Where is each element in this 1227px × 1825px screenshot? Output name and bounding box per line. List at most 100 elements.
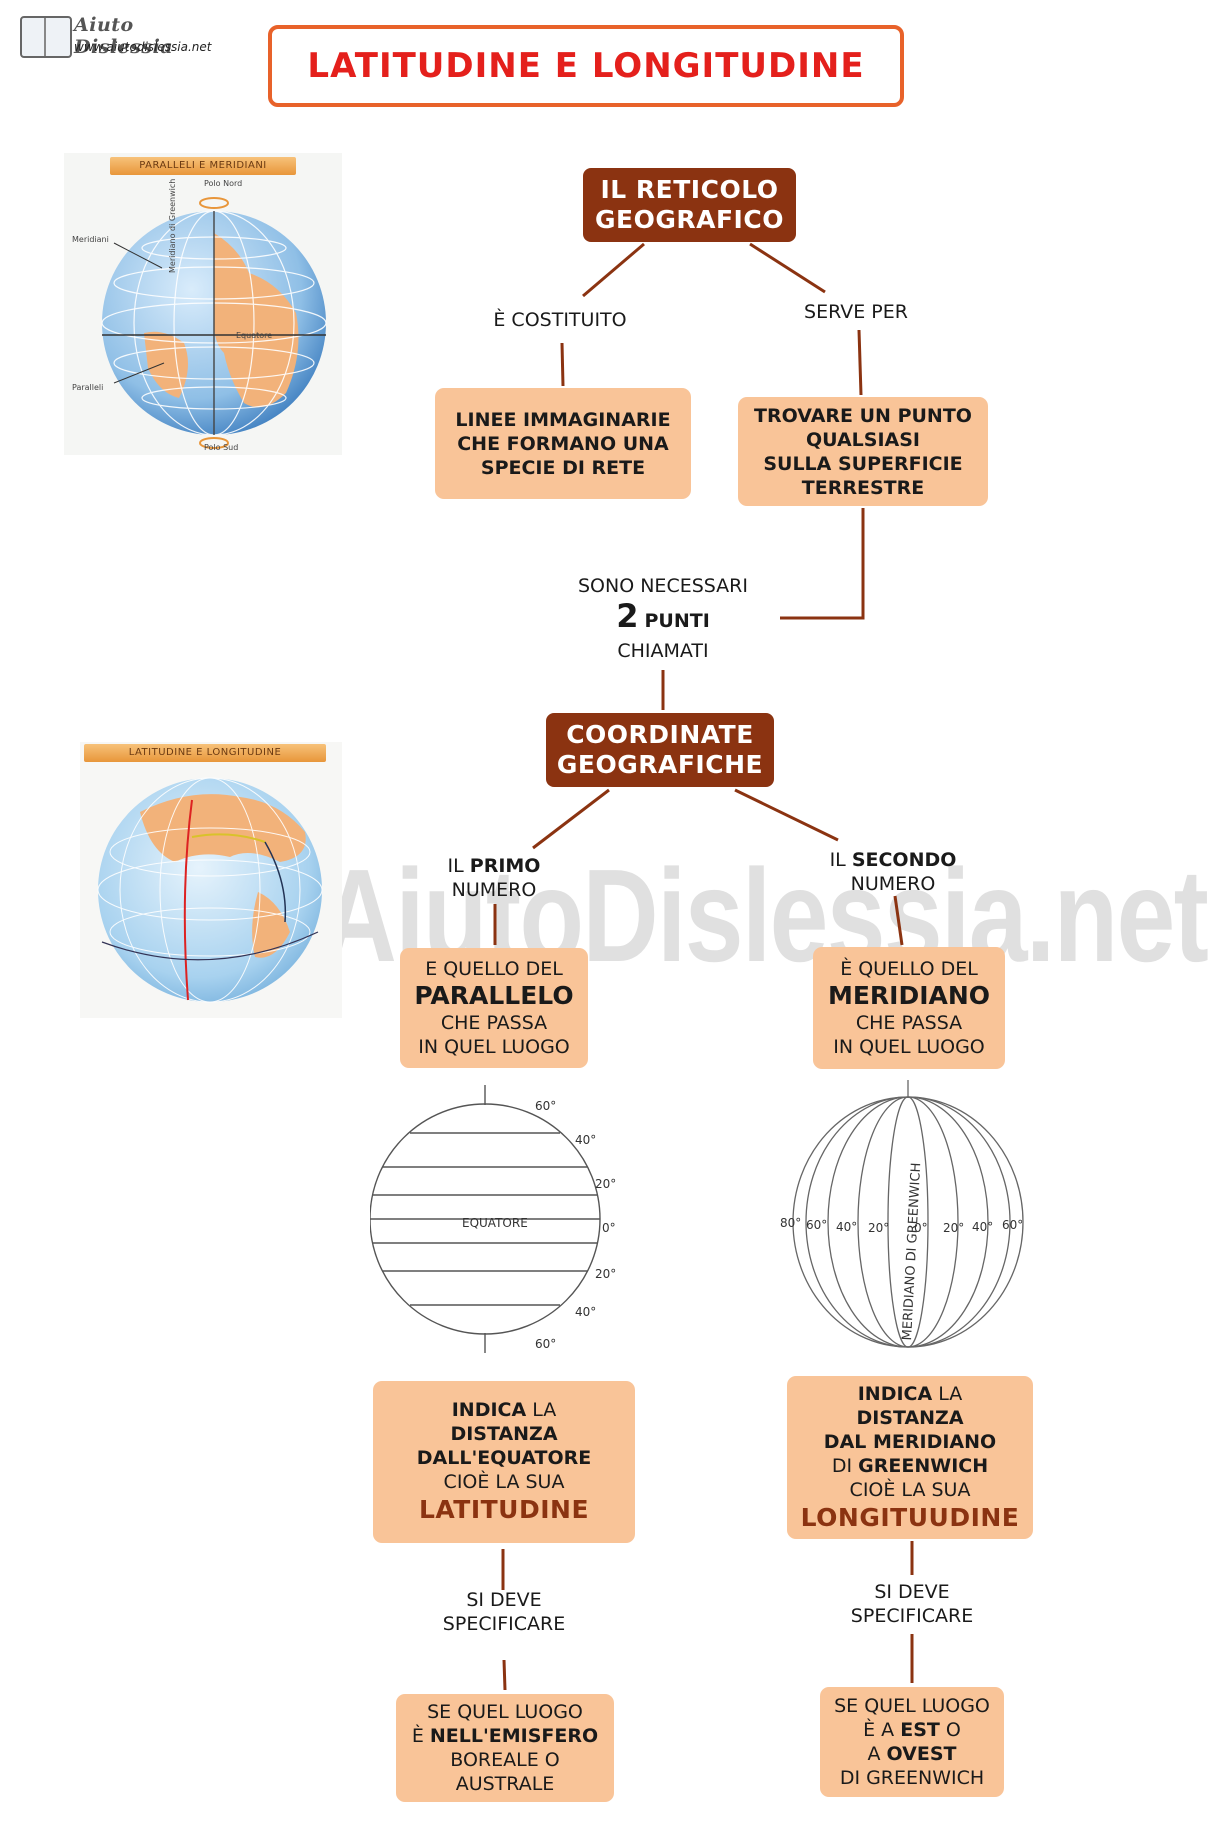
node-text: CIOÈ LA SUA xyxy=(849,1478,971,1501)
meridiani-diagram: MERIDIANO DI GREENWICH 80° 60° 40° 20° 0… xyxy=(780,1080,1040,1350)
label-line: PUNTI xyxy=(644,610,710,632)
node-text: EST xyxy=(900,1719,940,1741)
node-text: TERRESTRE xyxy=(801,476,925,499)
node-text: GEOGRAFICHE xyxy=(556,750,764,779)
node-text: SPECIE DI RETE xyxy=(480,456,646,479)
label-degree: 0° xyxy=(602,1221,616,1235)
logo-title: Aiuto Dislessia xyxy=(74,14,174,58)
line-coordinate-primo xyxy=(532,788,610,850)
node-keyword: LONGITUUDINE xyxy=(800,1502,1020,1532)
label-polo-nord: Polo Nord xyxy=(204,179,243,188)
node-emisfero: SE QUEL LUOGO È NELL'EMISFERO BOREALE O … xyxy=(396,1694,614,1802)
label-polo-sud: Polo Sud xyxy=(204,443,239,452)
line-costituito-linee xyxy=(560,342,565,387)
node-text: DI GREENWICH xyxy=(839,1767,985,1789)
label-line: CHIAMATI xyxy=(617,640,709,662)
node-text: DAL MERIDIANO xyxy=(823,1430,997,1453)
line-coordinate-secondo xyxy=(734,788,839,842)
node-parallelo: E QUELLO DEL PARALLELO CHE PASSA IN QUEL… xyxy=(400,948,588,1068)
node-text: TROVARE UN PUNTO xyxy=(754,404,972,427)
node-text: E QUELLO DEL xyxy=(425,958,563,980)
label-degree: 60° xyxy=(1002,1218,1024,1232)
label-line: SPECIFICARE xyxy=(850,1605,974,1627)
node-keyword: MERIDIANO xyxy=(827,981,991,1010)
label-line: SI DEVE xyxy=(466,1589,542,1611)
node-text: DISTANZA xyxy=(856,1406,964,1429)
label-line: PRIMO xyxy=(469,855,541,877)
label-si-deve-left: SI DEVE SPECIFICARE xyxy=(420,1588,588,1636)
globe-paralleli-meridiani-image: PARALLELI E MERIDIANI Polo Nord Mer xyxy=(64,153,342,455)
label-line: SECONDO xyxy=(851,849,957,871)
meridians-globe-icon xyxy=(792,1080,1024,1348)
node-text: O xyxy=(939,1719,961,1741)
node-text: DISTANZA xyxy=(450,1423,558,1445)
node-text: SE QUEL LUOGO xyxy=(427,1701,583,1723)
paralleli-diagram: EQUATORE 60° 40° 20° 0° 20° 40° 60° xyxy=(370,1085,640,1353)
node-text: SULLA SUPERFICIE xyxy=(763,452,963,475)
label-degree: 20° xyxy=(943,1221,965,1235)
node-text: A xyxy=(867,1743,887,1765)
node-linee-immaginarie: LINEE IMMAGINARIE CHE FORMANO UNA SPECIE… xyxy=(435,388,691,499)
label-degree: 20° xyxy=(595,1177,617,1191)
node-text: IL RETICOLO xyxy=(600,175,779,204)
label-degree: 20° xyxy=(868,1221,890,1235)
node-reticolo-geografico: IL RETICOLO GEOGRAFICO xyxy=(583,168,796,242)
line-serve-trovare xyxy=(857,329,863,396)
node-text: LA xyxy=(526,1399,557,1421)
label-degree: 40° xyxy=(972,1220,994,1234)
node-text: AUSTRALE xyxy=(455,1773,555,1795)
line-secondo-meridiano xyxy=(893,895,904,946)
line-reticolo-costituito xyxy=(582,242,645,298)
label-degree: 80° xyxy=(780,1216,802,1230)
site-logo: Aiuto Dislessia www.aiutodislessia.net xyxy=(20,14,220,58)
node-meridiano: È QUELLO DEL MERIDIANO CHE PASSA IN QUEL… xyxy=(813,947,1005,1069)
node-text: CIOÈ LA SUA xyxy=(443,1471,565,1493)
node-text: NELL'EMISFERO xyxy=(429,1725,599,1747)
label-degree: 40° xyxy=(575,1305,597,1319)
label-degree: 0° xyxy=(914,1221,928,1235)
node-indica-latitudine: INDICA LA DISTANZA DALL'EQUATORE CIOÈ LA… xyxy=(373,1381,635,1543)
node-text: INDICA xyxy=(451,1399,527,1421)
node-text: COORDINATE xyxy=(566,720,754,749)
label-equatore: Equatore xyxy=(236,331,273,340)
node-text: CHE PASSA xyxy=(440,1012,548,1034)
label-meridiano-greenwich: Meridiano di Greenwich xyxy=(168,178,177,273)
node-indica-longitudine: INDICA LA DISTANZA DAL MERIDIANO DI GREE… xyxy=(787,1376,1033,1539)
parallels-globe-icon xyxy=(370,1085,601,1353)
node-text: DALL'EQUATORE xyxy=(416,1447,592,1469)
label-si-deve-right: SI DEVE SPECIFICARE xyxy=(828,1580,996,1628)
node-text: È xyxy=(411,1725,430,1747)
label-line: SPECIFICARE xyxy=(442,1613,566,1635)
label-degree: 40° xyxy=(575,1133,597,1147)
node-text: BOREALE O xyxy=(450,1749,560,1771)
label-serve-per: SERVE PER xyxy=(804,301,908,323)
label-line: NUMERO xyxy=(451,879,537,901)
node-text: CHE FORMANO UNA xyxy=(457,432,669,455)
book-icon xyxy=(20,16,72,58)
node-text: IN QUEL LUOGO xyxy=(833,1036,985,1058)
line-deve-emisfero xyxy=(502,1659,507,1691)
label-paralleli: Paralleli xyxy=(72,383,104,392)
node-est-ovest: SE QUEL LUOGO È A EST O A OVEST DI GREEN… xyxy=(820,1687,1004,1797)
label-line: SONO NECESSARI xyxy=(578,575,748,597)
node-text: È QUELLO DEL xyxy=(840,958,978,980)
node-text: INDICA xyxy=(857,1382,933,1405)
label-meridiani: Meridiani xyxy=(72,235,109,244)
node-text: SE QUEL LUOGO xyxy=(834,1695,990,1717)
globe-icon xyxy=(101,197,327,449)
node-text: OVEST xyxy=(886,1743,957,1765)
label-line: SI DEVE xyxy=(874,1581,950,1603)
line-trovare-necessari xyxy=(780,508,865,620)
label-secondo-numero: IL SECONDO NUMERO xyxy=(803,848,983,896)
label-degree: 60° xyxy=(535,1099,557,1113)
logo-url: www.aiutodislessia.net xyxy=(74,40,212,54)
node-text: LA xyxy=(932,1382,963,1405)
node-text: GEOGRAFICO xyxy=(595,205,784,234)
label-costituito: È COSTITUITO xyxy=(493,309,627,331)
globe-icon xyxy=(97,777,323,1003)
page-title: LATITUDINE E LONGITUDINE xyxy=(307,46,865,86)
label-degree: 60° xyxy=(806,1218,828,1232)
node-text: CHE PASSA xyxy=(855,1012,963,1034)
node-text: LINEE IMMAGINARIE xyxy=(455,408,671,431)
